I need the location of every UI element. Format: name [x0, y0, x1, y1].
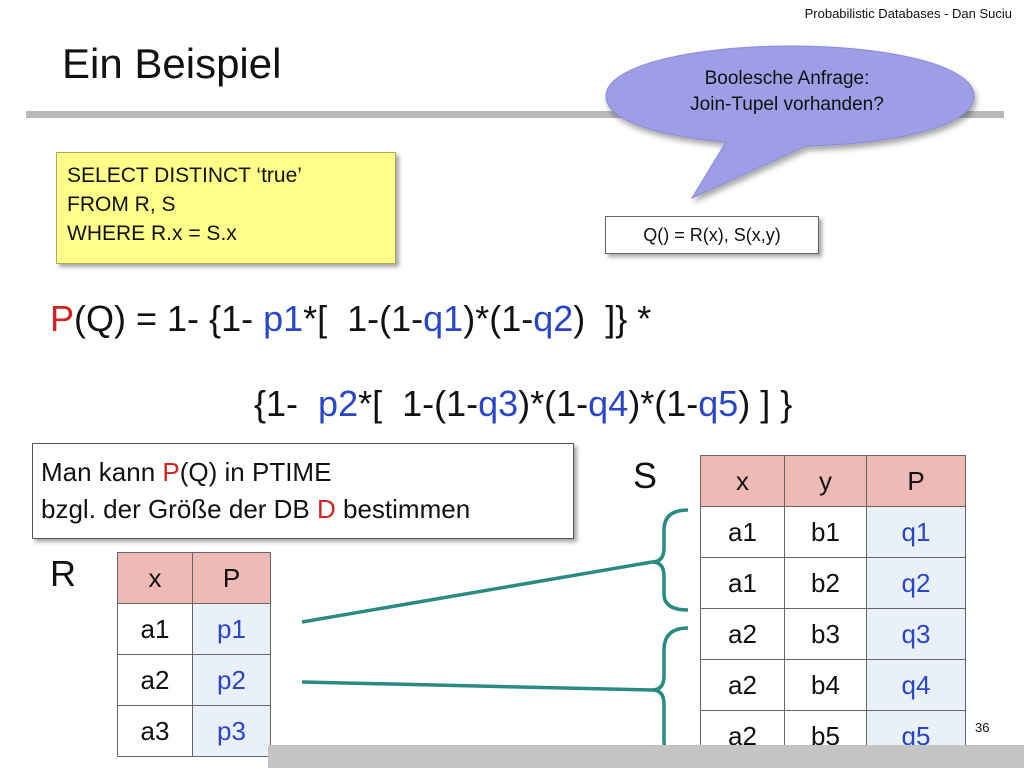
- table-row: a2 p2: [117, 654, 271, 706]
- text-run: ) ] }: [738, 383, 793, 424]
- formula-line-1: P(Q) = 1- {1- p1*[ 1-(1-q1)*(1-q2) ]} *: [50, 298, 651, 340]
- highlight-symbol: P: [50, 298, 75, 339]
- bubble-line: Join-Tupel vorhanden?: [690, 94, 884, 115]
- title-rule: [26, 111, 1004, 118]
- note-line-2: bzgl. der Größe der DB D bestimmen: [41, 491, 573, 528]
- text-run: )*(1-: [463, 298, 534, 339]
- probability-variable: q4: [588, 383, 629, 424]
- text-run: ) ]} *: [573, 298, 652, 339]
- ptime-note-box: Man kann P(Q) in PTIME bzgl. der Größe d…: [32, 443, 574, 539]
- probability-variable: q2: [533, 298, 574, 339]
- table-cell: a3: [117, 705, 193, 757]
- table-row: a3 p3: [117, 705, 271, 757]
- column-header: y: [784, 455, 867, 507]
- sql-line: FROM R, S: [67, 193, 176, 216]
- table-cell: b4: [784, 659, 867, 711]
- text-run: )*(1-: [518, 383, 589, 424]
- table-row: a2 b3 q3: [700, 608, 966, 660]
- text-run: (Q) in PTIME: [179, 457, 332, 487]
- probability-variable: q1: [423, 298, 464, 339]
- table-row: a1 b1 q1: [700, 506, 966, 558]
- table-cell: b1: [784, 506, 867, 558]
- datalog-query-box: Q() = R(x), S(x,y): [605, 216, 819, 254]
- table-cell: b2: [784, 557, 867, 609]
- table-cell: a1: [700, 506, 785, 558]
- highlight-symbol: D: [317, 494, 336, 524]
- table-cell: a2: [700, 659, 785, 711]
- column-header: x: [700, 455, 785, 507]
- table-row: a1 p1: [117, 603, 271, 655]
- column-header: P: [192, 552, 271, 604]
- text-run: bzgl. der Größe der DB: [41, 494, 317, 524]
- column-header: x: [117, 552, 193, 604]
- sql-line: SELECT DISTINCT ‘true’: [67, 164, 302, 187]
- probability-cell: p2: [192, 654, 271, 706]
- probability-cell: q2: [866, 557, 966, 609]
- sql-query-box: SELECT DISTINCT ‘true’ FROM R, S WHERE R…: [56, 152, 396, 264]
- table-cell: a1: [117, 603, 193, 655]
- probability-variable: p2: [318, 383, 359, 424]
- bubble-line: Boolesche Anfrage:: [704, 68, 870, 89]
- text-run: *[ 1-(1-: [358, 383, 479, 424]
- text-run: *[ 1-(1-: [303, 298, 424, 339]
- speech-bubble: [605, 45, 975, 200]
- table-row: a1 b2 q2: [700, 557, 966, 609]
- table-cell: b3: [784, 608, 867, 660]
- probability-cell: p3: [192, 705, 271, 757]
- text-run: bestimmen: [335, 494, 471, 524]
- probability-variable: q3: [478, 383, 519, 424]
- text-run: Man kann: [41, 457, 163, 487]
- probability-cell: q1: [866, 506, 966, 558]
- table-cell: a2: [117, 654, 193, 706]
- sql-line: WHERE R.x = S.x: [67, 222, 237, 245]
- probability-variable: q5: [698, 383, 739, 424]
- slide-title: Ein Beispiel: [62, 40, 282, 87]
- probability-variable: p1: [263, 298, 304, 339]
- join-line-a2: [301, 680, 653, 692]
- text-run: 1- {1-: [167, 298, 264, 339]
- slide-header: Probabilistic Databases - Dan Suciu: [804, 6, 1012, 21]
- probability-cell: q4: [866, 659, 966, 711]
- relation-s-label: S: [633, 455, 658, 496]
- relation-r-label: R: [50, 553, 76, 594]
- probability-cell: q3: [866, 608, 966, 660]
- table-row: a2 b4 q4: [700, 659, 966, 711]
- highlight-symbol: P: [162, 457, 180, 487]
- join-line-a1: [301, 560, 653, 624]
- table-cell: a1: [700, 557, 785, 609]
- brace-a2-group: [651, 626, 689, 764]
- relation-s-table: x y P a1 b1 q1 a1 b2 q2 a2 b3 q3 a2 b4 q…: [700, 455, 966, 762]
- page-number: 36: [975, 720, 990, 735]
- text-run: )*(1-: [628, 383, 699, 424]
- table-cell: a2: [700, 608, 785, 660]
- formula-line-2: {1- p2*[ 1-(1-q3)*(1-q4)*(1-q5) ] }: [254, 383, 792, 425]
- text-run: (Q) =: [74, 298, 168, 339]
- probability-cell: p1: [192, 603, 271, 655]
- footer-rule: [268, 745, 1024, 768]
- relation-r-table: x P a1 p1 a2 p2 a3 p3: [117, 552, 271, 757]
- text-run: {1-: [254, 383, 319, 424]
- brace-a1-group: [651, 508, 689, 612]
- column-header: P: [866, 455, 966, 507]
- table-header-row: x y P: [700, 455, 966, 507]
- note-line-1: Man kann P(Q) in PTIME: [41, 454, 573, 491]
- table-header-row: x P: [117, 552, 271, 604]
- speech-bubble-text: Boolesche Anfrage: Join-Tupel vorhanden?: [606, 66, 968, 118]
